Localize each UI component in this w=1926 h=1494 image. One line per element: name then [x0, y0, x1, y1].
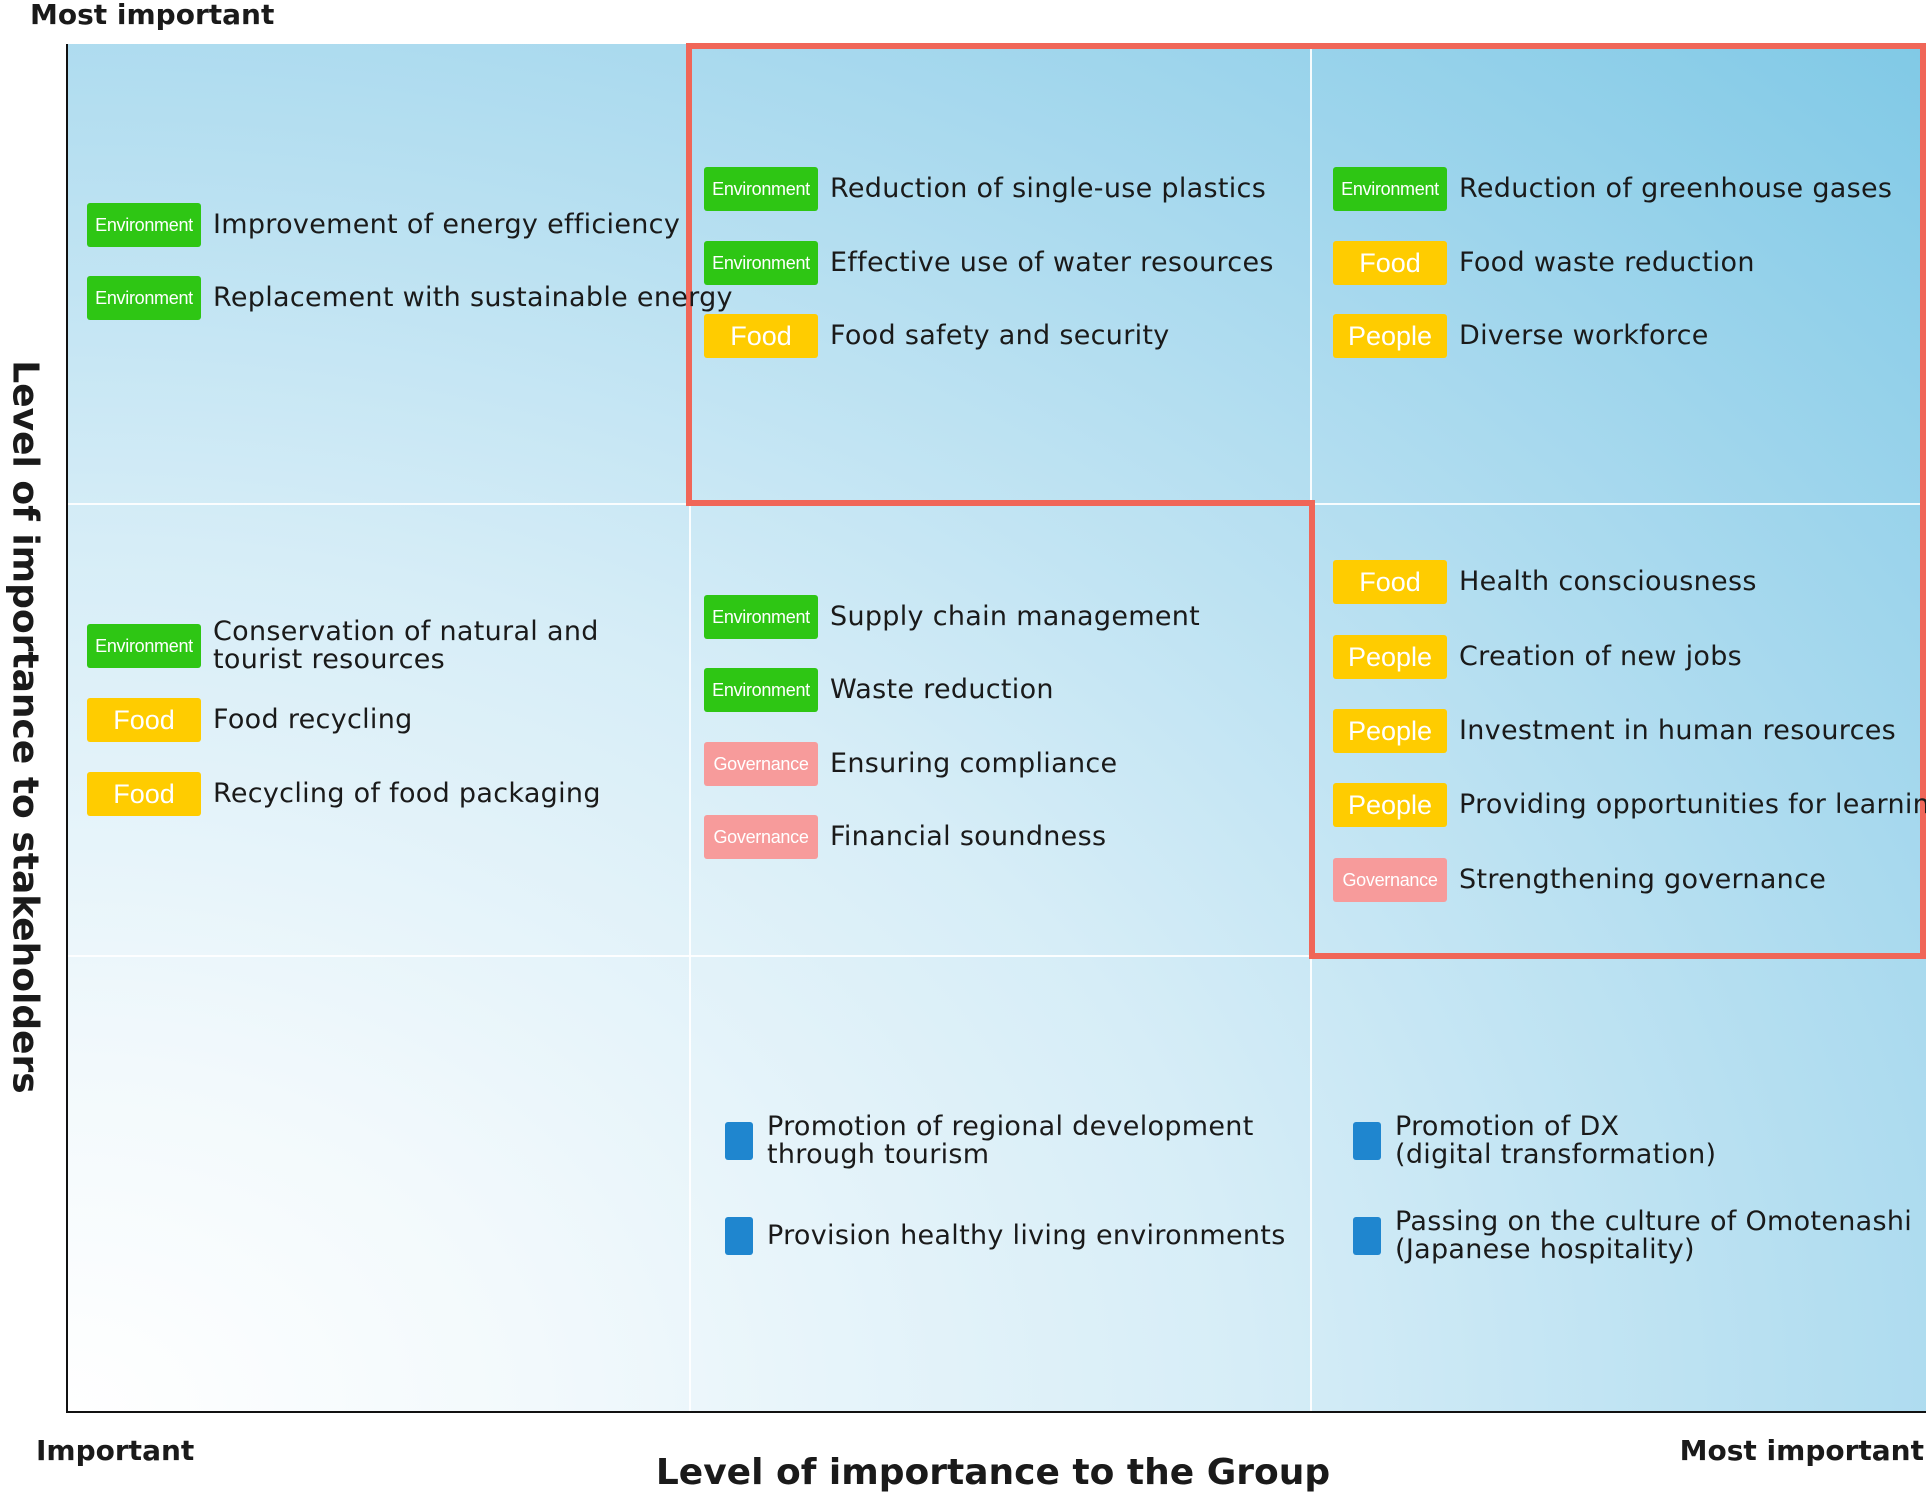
category-badge-governance: Governance — [1333, 858, 1447, 902]
category-badge-environment: Environment — [87, 276, 201, 320]
matrix-item: Provision healthy living environments — [725, 1217, 1286, 1255]
item-label: Improvement of energy efficiency — [213, 209, 681, 240]
matrix-item: Environment Effective use of water resour… — [704, 241, 1274, 285]
grid-line-horizontal-2 — [68, 955, 1926, 957]
matrix-item: Passing on the culture of Omotenashi (Ja… — [1353, 1208, 1912, 1264]
item-label: Supply chain management — [830, 601, 1201, 632]
category-badge-environment: Environment — [87, 624, 201, 668]
item-label: Health consciousness — [1459, 566, 1757, 597]
item-label: Ensuring compliance — [830, 748, 1118, 779]
matrix-item: People Creation of new jobs — [1333, 635, 1742, 679]
category-badge-environment: Environment — [704, 241, 818, 285]
matrix-item: Food Food recycling — [87, 698, 413, 742]
x-axis-min-label: Important — [36, 1434, 195, 1467]
item-label: Recycling of food packaging — [213, 778, 601, 809]
matrix-item: Environment Reduction of single-use plast… — [704, 167, 1266, 211]
matrix-item: People Diverse workforce — [1333, 314, 1709, 358]
matrix-item: Food Food safety and security — [704, 314, 1170, 358]
item-label: Food safety and security — [830, 320, 1170, 351]
y-axis-title-text: Level of importance to stakeholders — [4, 360, 46, 1094]
matrix-item: Environment Reduction of greenhouse gases — [1333, 167, 1892, 211]
matrix-item: People Investment in human resources — [1333, 709, 1896, 753]
item-label: Investment in human resources — [1459, 715, 1897, 746]
matrix-item: Environment Improvement of energy efficie… — [87, 203, 680, 247]
category-badge-people: People — [1333, 783, 1447, 827]
item-label: Diverse workforce — [1459, 320, 1709, 351]
y-axis-line — [66, 44, 68, 1413]
x-axis-max-label: Most important — [1679, 1434, 1924, 1467]
item-label: Providing opportunities for learning — [1459, 789, 1926, 820]
category-badge-food: Food — [1333, 560, 1447, 604]
y-axis-title: Level of importance to stakeholders — [0, 360, 50, 1093]
category-badge-food: Food — [1333, 241, 1447, 285]
matrix-item: Environment Replacement with sustainable … — [87, 276, 733, 320]
item-marker — [1353, 1122, 1381, 1160]
item-label: Effective use of water resources — [830, 247, 1274, 278]
matrix-item: Environment Waste reduction — [704, 668, 1054, 712]
category-badge-people: People — [1333, 709, 1447, 753]
category-badge-food: Food — [87, 698, 201, 742]
x-axis-line — [66, 1411, 1926, 1413]
category-badge-environment: Environment — [704, 595, 818, 639]
category-badge-environment: Environment — [87, 203, 201, 247]
category-badge-environment: Environment — [1333, 167, 1447, 211]
item-label: Promotion of regional development throug… — [767, 1111, 1254, 1170]
item-label: Waste reduction — [830, 674, 1054, 705]
matrix-item: Promotion of regional development throug… — [725, 1113, 1254, 1169]
item-marker — [725, 1122, 753, 1160]
category-badge-governance: Governance — [704, 815, 818, 859]
matrix-item: Environment Supply chain management — [704, 595, 1200, 639]
y-axis-max-label: Most important — [30, 0, 275, 31]
matrix-item: Food Health consciousness — [1333, 560, 1757, 604]
item-label: Creation of new jobs — [1459, 641, 1743, 672]
item-label: Passing on the culture of Omotenashi (Ja… — [1395, 1206, 1913, 1265]
category-badge-people: People — [1333, 314, 1447, 358]
item-label: Promotion of DX (digital transformation) — [1395, 1111, 1717, 1170]
matrix-item: Food Food waste reduction — [1333, 241, 1755, 285]
matrix-item: People Providing opportunities for learni… — [1333, 783, 1926, 827]
category-badge-food: Food — [87, 772, 201, 816]
item-marker — [1353, 1217, 1381, 1255]
item-label: Conservation of natural and tourist reso… — [213, 616, 599, 675]
category-badge-governance: Governance — [704, 742, 818, 786]
category-badge-environment: Environment — [704, 167, 818, 211]
matrix-item: Governance Ensuring compliance — [704, 742, 1117, 786]
item-label: Replacement with sustainable energy — [213, 282, 733, 313]
item-label: Reduction of single-use plastics — [830, 173, 1267, 204]
category-badge-people: People — [1333, 635, 1447, 679]
grid-line-vertical-1 — [689, 44, 691, 1411]
matrix-item: Food Recycling of food packaging — [87, 772, 601, 816]
x-axis-title: Level of importance to the Group — [655, 1452, 1331, 1493]
item-label: Food recycling — [213, 704, 413, 735]
item-label: Strengthening governance — [1459, 864, 1827, 895]
matrix-item: Environment Conservation of natural and t… — [87, 618, 599, 674]
matrix-item: Governance Financial soundness — [704, 815, 1106, 859]
item-label: Financial soundness — [830, 821, 1107, 852]
matrix-item: Governance Strengthening governance — [1333, 858, 1826, 902]
materiality-matrix-background — [67, 44, 1926, 1412]
item-label: Provision healthy living environments — [767, 1220, 1286, 1251]
category-badge-food: Food — [704, 314, 818, 358]
item-label: Food waste reduction — [1459, 247, 1755, 278]
category-badge-environment: Environment — [704, 668, 818, 712]
matrix-item: Promotion of DX (digital transformation) — [1353, 1113, 1716, 1169]
item-label: Reduction of greenhouse gases — [1459, 173, 1893, 204]
item-marker — [725, 1217, 753, 1255]
